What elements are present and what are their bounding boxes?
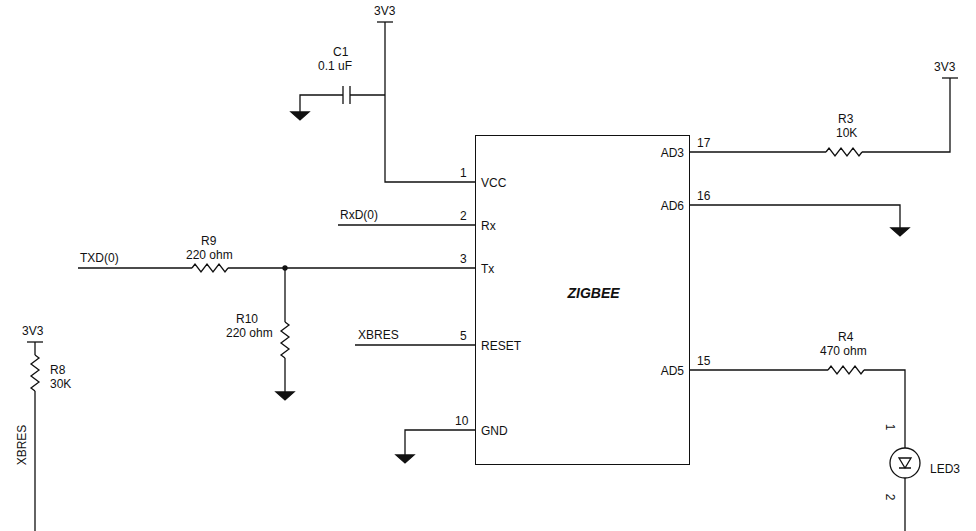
pin-number: 2	[883, 494, 897, 501]
pin-name: Rx	[481, 219, 496, 233]
r10-wire	[284, 268, 285, 392]
net-label: 3V3	[22, 324, 43, 338]
signal-name: XBRES	[15, 425, 29, 466]
part-name: R10	[236, 312, 258, 326]
supply-bar	[377, 21, 393, 22]
part-value: 470 ohm	[820, 344, 867, 358]
resistor-symbol	[192, 264, 228, 272]
resistor-symbol	[281, 322, 289, 358]
resistor-symbol	[826, 148, 862, 156]
led-symbol	[899, 458, 911, 468]
pin-number: 5	[460, 329, 467, 343]
ground-symbol	[291, 112, 309, 120]
junction-dot	[283, 266, 287, 270]
capacitor-symbol	[343, 86, 350, 104]
r8-wire	[34, 342, 35, 531]
part-value: 10K	[836, 126, 857, 140]
ad3-wire	[690, 78, 950, 152]
part-name: R4	[838, 330, 853, 344]
signal-name: RxD(0)	[340, 208, 378, 222]
part-name: R3	[838, 112, 853, 126]
pin-number: 17	[697, 136, 710, 150]
vcc-wire	[385, 22, 475, 182]
pin-name: AD6	[661, 199, 684, 213]
part-value: 220 ohm	[186, 248, 233, 262]
net-label: 3V3	[374, 4, 395, 18]
led-symbol	[890, 448, 920, 478]
pin-name: Tx	[481, 262, 494, 276]
pin-number: 15	[697, 354, 710, 368]
ground-symbol	[891, 228, 909, 236]
ground-symbol	[276, 392, 294, 400]
ad5-wire	[690, 370, 905, 531]
module-box: ZIGBEE VCC RxTxRESET GND AD3AD6AD5	[475, 135, 690, 465]
gnd-wire	[405, 430, 475, 455]
tx-wire	[78, 267, 475, 268]
module-name: ZIGBEE	[567, 286, 619, 300]
part-name: R8	[50, 363, 65, 377]
part-name: LED3	[930, 462, 960, 476]
net-label: 3V3	[934, 60, 955, 74]
part-value: 220 ohm	[226, 326, 273, 340]
pin-number: 2	[460, 209, 467, 223]
part-value: 30K	[50, 377, 71, 391]
resistor-symbol	[828, 366, 864, 374]
rx-wire	[338, 224, 475, 225]
pin-number: 10	[455, 414, 468, 428]
pin-name: AD5	[661, 364, 684, 378]
signal-name: TXD(0)	[80, 251, 119, 265]
pin-number: 1	[883, 424, 897, 431]
pin-name: RESET	[481, 339, 521, 353]
resistor-symbol	[31, 355, 39, 391]
supply-bar	[942, 77, 958, 78]
pin-number: 3	[460, 252, 467, 266]
part-name: C1	[333, 45, 348, 59]
reset-wire	[355, 344, 475, 345]
part-name: R9	[201, 234, 216, 248]
part-value: 0.1 uF	[318, 59, 352, 73]
pin-number: 1	[460, 166, 467, 180]
pin-number: 16	[697, 189, 710, 203]
ad6-wire	[690, 205, 900, 228]
pin-name: AD3	[661, 146, 684, 160]
ground-symbol	[396, 455, 414, 463]
signal-name: XBRES	[358, 328, 399, 342]
pin-name: VCC	[481, 176, 506, 190]
pin-name: GND	[481, 424, 508, 438]
